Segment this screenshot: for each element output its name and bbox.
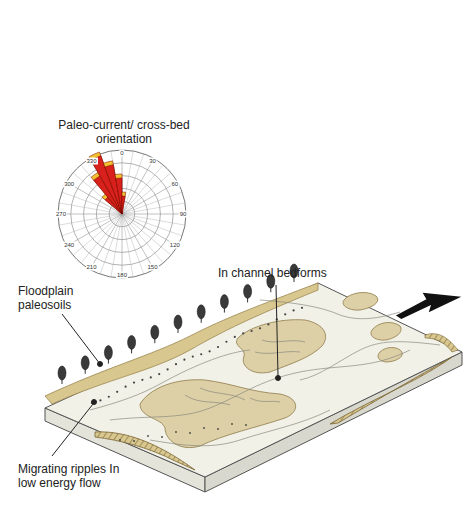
rose-title: Paleo-current/ cross-bed orientation	[58, 118, 190, 146]
bearing-number: 330	[85, 158, 97, 165]
rose-diagram	[56, 148, 188, 280]
callout-label: In channel bedforms	[218, 266, 368, 280]
bearing-number: 120	[169, 241, 181, 248]
bearing-number: 270	[55, 211, 67, 218]
bearing-number: 210	[85, 263, 97, 270]
bearing-number: 180	[116, 272, 128, 279]
callout-label: Migrating ripples In low energy flow	[18, 462, 128, 490]
bearing-number: 0	[119, 150, 124, 157]
bearing-number: 300	[63, 180, 75, 187]
callout-label: Floodplain paleosoils	[18, 284, 100, 312]
bearing-number: 60	[170, 180, 179, 187]
bearing-number: 30	[148, 158, 157, 165]
bearing-number: 90	[179, 211, 188, 218]
bearing-number: 150	[146, 263, 158, 270]
bearing-number: 240	[63, 241, 75, 248]
